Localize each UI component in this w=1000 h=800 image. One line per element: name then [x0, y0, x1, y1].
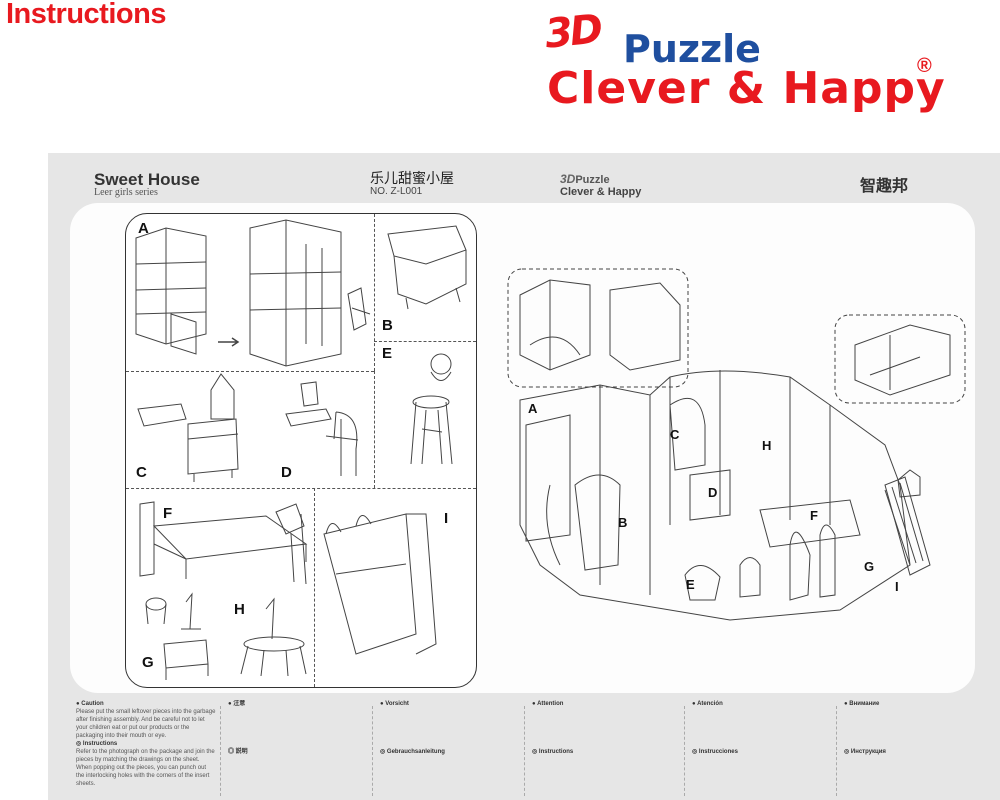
brand-puzzle-word: Puzzle	[623, 27, 761, 71]
column-separator	[524, 706, 525, 796]
de-caution-title: Vorsicht	[385, 701, 409, 707]
maker-logo: 智趣邦	[860, 178, 909, 195]
notes-french: ● Attention ◎ Instructions	[532, 701, 574, 755]
product-name-cn: 乐儿甜蜜小屋	[370, 170, 454, 186]
jp-caution-title: 注意	[233, 701, 246, 707]
caution-title: Caution	[81, 701, 104, 707]
es-caution-title: Atención	[697, 701, 723, 707]
overview-label-d: D	[708, 485, 717, 500]
overview-label-e: E	[686, 577, 695, 592]
ru-caution-title: Внимание	[849, 701, 880, 707]
product-name: Sweet House	[94, 170, 200, 189]
registered-mark: ®	[917, 55, 932, 77]
step-label-e: E	[382, 345, 393, 362]
divider	[374, 371, 375, 488]
assembly-steps-box: A B E C D F I H G	[125, 213, 477, 688]
house-overview-diagram: A B C D E F G H I	[507, 268, 966, 621]
notes-spanish: ● Atención ◎ Instrucciones	[692, 701, 738, 755]
sheet-logo-puzzle: Puzzle	[575, 174, 610, 186]
caution-body: Please put the small leftover pieces int…	[76, 709, 216, 739]
jp-instructions-title: 説明	[235, 749, 248, 755]
overview-label-h: H	[762, 438, 771, 453]
fr-caution-title: Attention	[537, 701, 564, 707]
divider	[374, 214, 375, 371]
instructions-title: Instructions	[82, 741, 118, 747]
step-label-a: A	[138, 220, 149, 237]
notes-english: ● Caution Please put the small leftover …	[76, 701, 216, 787]
multilingual-notes: ● Caution Please put the small leftover …	[70, 700, 975, 800]
brand-3d-mark: 3D	[542, 6, 603, 58]
column-separator	[836, 706, 837, 796]
notes-russian: ● Внимание ◎ Инструкция	[844, 701, 886, 755]
step-label-d: D	[281, 464, 292, 481]
sheet-logo-3d: 3D	[560, 172, 576, 186]
overview-label-c: C	[670, 427, 680, 442]
sheet-logo: 3DPuzzle Clever & Happy	[560, 170, 641, 198]
step-label-c: C	[136, 464, 147, 481]
sheet-logo-slogan: Clever & Happy	[560, 186, 642, 198]
notes-german: ● Vorsicht ◎ Gebrauchsanleitung	[380, 701, 445, 755]
page-title: Instructions	[6, 0, 166, 30]
model-number: NO. Z-L001	[370, 186, 423, 197]
column-separator	[220, 706, 221, 796]
overview-label-g: G	[864, 559, 874, 574]
overview-label-i: I	[895, 579, 899, 594]
step-label-f: F	[163, 505, 173, 522]
overview-label-a: A	[528, 401, 538, 416]
overview-label-b: B	[618, 515, 627, 530]
step-label-h: H	[234, 601, 245, 618]
es-instructions-title: Instrucciones	[698, 749, 738, 755]
step-label-b: B	[382, 317, 393, 334]
instructions-body: Refer to the photograph on the package a…	[76, 749, 215, 787]
overview-label-f: F	[810, 508, 818, 523]
divider	[374, 341, 476, 342]
notes-japanese: ● 注意 ◎ 説明	[228, 701, 248, 755]
product-series: Leer girls series	[94, 187, 158, 198]
divider	[126, 488, 476, 489]
fr-instructions-title: Instructions	[538, 749, 574, 755]
divider	[126, 371, 374, 372]
column-separator	[372, 706, 373, 796]
step-label-i: I	[444, 510, 449, 527]
divider	[314, 488, 315, 687]
step-label-g: G	[142, 654, 154, 671]
column-separator	[684, 706, 685, 796]
ru-instructions-title: Инструкция	[850, 749, 886, 755]
de-instructions-title: Gebrauchsanleitung	[386, 749, 445, 755]
brand-logo: 3D Puzzle Clever & Happy ®	[542, 5, 946, 115]
brand-slogan: Clever & Happy	[547, 63, 946, 114]
assembly-drawings	[135, 219, 467, 680]
